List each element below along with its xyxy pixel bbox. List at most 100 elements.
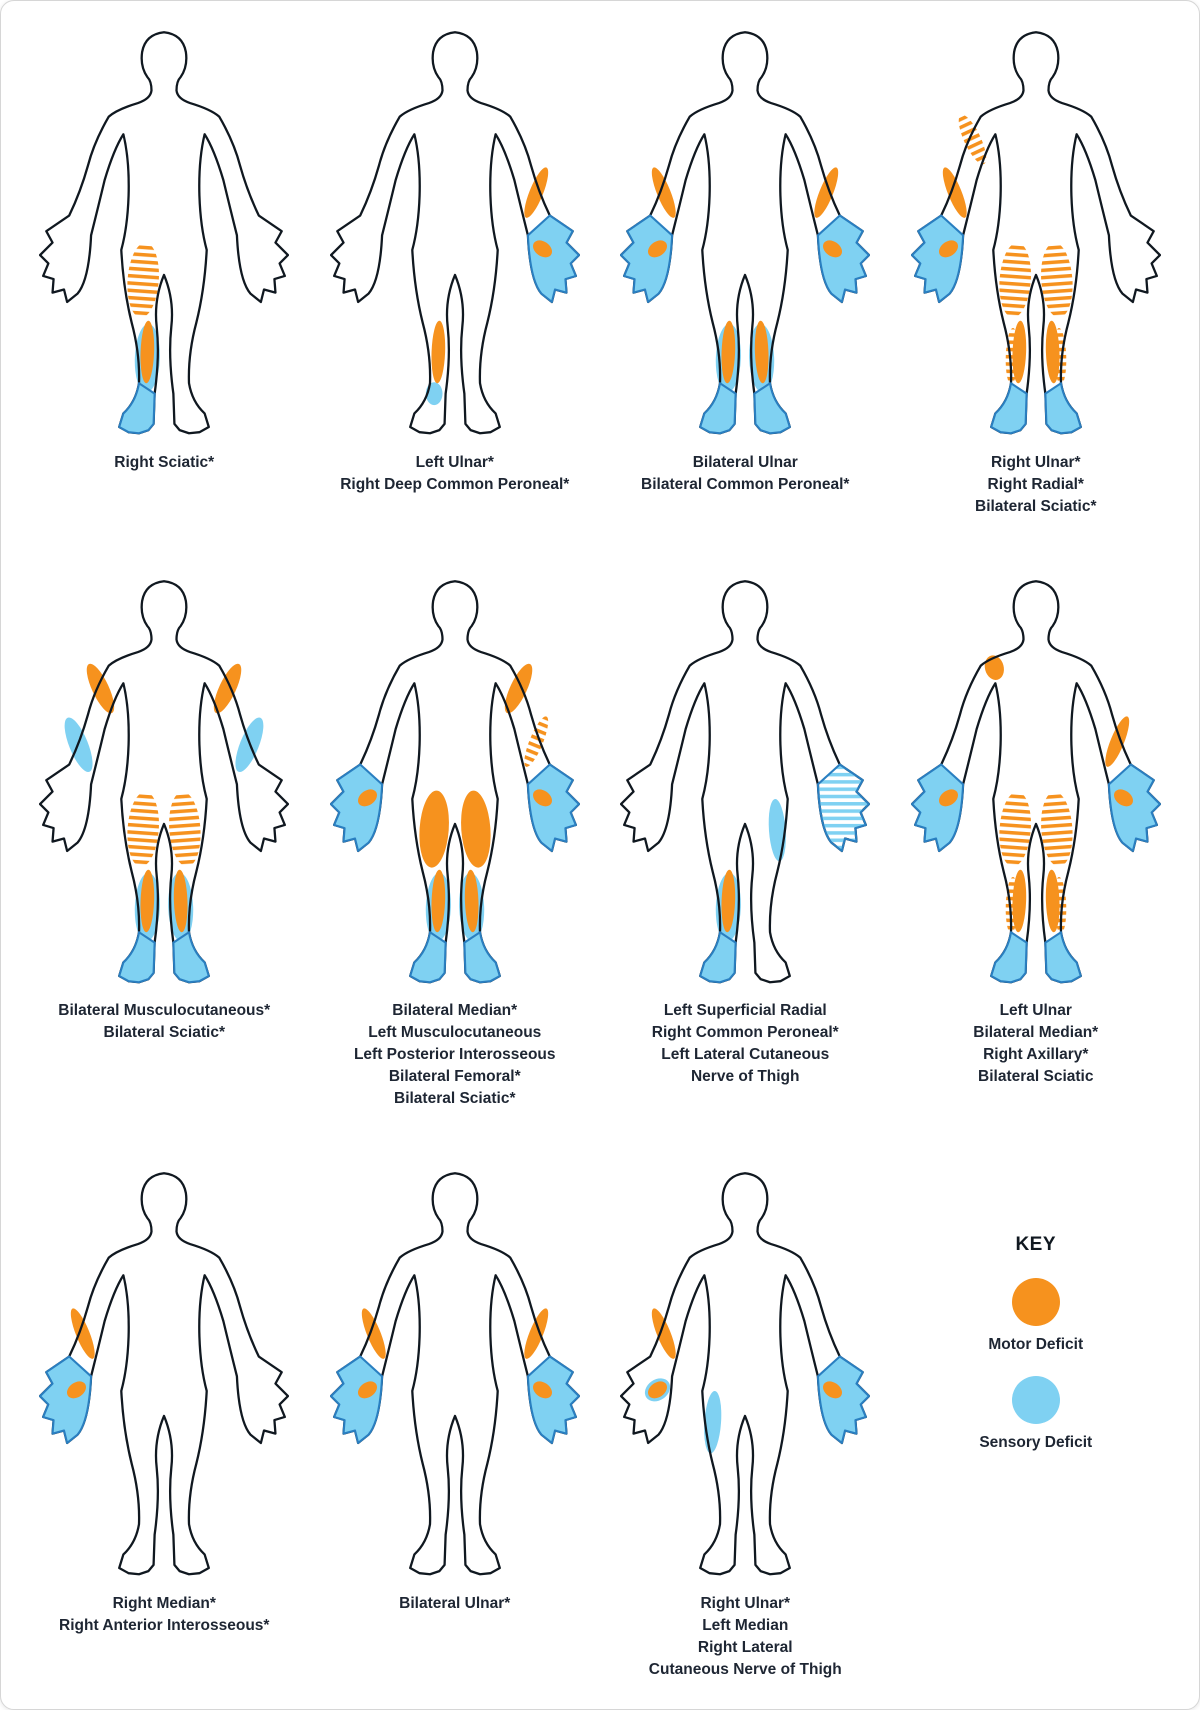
caption-line: Left Superficial Radial	[663, 1002, 827, 1020]
shin-motor-overlay-left	[174, 869, 188, 932]
palm-motor-overlay-right	[357, 1381, 377, 1399]
caption-line: Left Ulnar	[999, 1002, 1072, 1020]
hand-sensory-overlay-left	[526, 763, 580, 852]
caption-line: Bilateral Median*	[973, 1024, 1099, 1042]
body-figure-2: Left Ulnar*Right Deep Common Peroneal*	[310, 27, 601, 496]
shin-motor-overlay-right	[140, 869, 155, 932]
figures-grid: Right Sciatic* Left Ulnar*Right Deep Comm…	[19, 27, 1181, 1681]
caption-line: Right Axillary*	[983, 1046, 1089, 1064]
mirror-group	[1105, 716, 1129, 767]
legend-title: KEY	[1015, 1234, 1057, 1256]
palm-motor-overlay-right	[938, 240, 958, 258]
caption-line: Bilateral Sciatic*	[103, 1024, 225, 1042]
mirror-group	[532, 240, 552, 258]
forearm-motor-overlay-right	[652, 167, 676, 218]
figure-caption: Right Ulnar*Right Radial*Bilateral Sciat…	[975, 452, 1096, 518]
body-diagram	[329, 31, 580, 435]
body-outline	[39, 31, 290, 435]
body-diagram	[620, 579, 871, 984]
shin-motor-overlay-right	[721, 869, 736, 932]
mirror-group	[172, 930, 211, 983]
body-outline	[329, 579, 580, 984]
body-diagram	[910, 31, 1161, 435]
caption-line: Bilateral Common Peroneal*	[641, 475, 850, 493]
caption-line: Right Sciatic*	[114, 453, 215, 471]
body-outline	[620, 1172, 871, 1576]
palm-motor-overlay-right	[938, 789, 958, 806]
figure-caption: Right Median*Right Anterior Interosseous…	[59, 1593, 269, 1637]
hand-sensory-overlay-right	[620, 214, 674, 304]
shin-motor-overlay-left	[464, 869, 479, 932]
mirror-group	[817, 214, 871, 304]
caption-line: Left Ulnar*	[415, 453, 494, 471]
figure-caption: Right Sciatic*	[114, 452, 214, 474]
caption-line: Bilateral Musculocutaneous*	[58, 1002, 271, 1020]
body-diagram	[329, 579, 580, 984]
mirror-group	[755, 320, 769, 384]
body-diagram	[39, 579, 290, 984]
mirror-group	[524, 167, 548, 218]
forearm-motor-overlay-left	[814, 167, 839, 218]
foot-sensory-overlay-right	[699, 930, 737, 983]
body-outline	[39, 1172, 290, 1576]
palm-motor-overlay-right	[648, 1381, 668, 1399]
body-outline	[910, 579, 1161, 984]
mirror-group	[532, 1381, 552, 1399]
figure-caption: Bilateral Musculocutaneous* Bilateral Sci…	[58, 1000, 270, 1044]
caption-line: Cutaneous Nerve of Thigh	[648, 1660, 842, 1678]
forearm-motor-overlay-left	[524, 167, 548, 218]
mirror-group	[1040, 791, 1073, 867]
foot-sensory-overlay-left	[463, 930, 501, 983]
mirror-group	[174, 869, 188, 932]
forearm-motor-overlay-right	[71, 1308, 95, 1360]
shin-motor-overlay-left	[755, 320, 769, 384]
hand-sensory-overlay-left	[817, 1355, 871, 1445]
mirror-group	[1040, 242, 1073, 318]
hand-sensory-overlay-left	[1107, 763, 1161, 852]
figure-caption: Left Ulnar*Right Deep Common Peroneal*	[340, 452, 569, 496]
hand-sensory-overlay-right	[910, 214, 964, 304]
thigh-hatched-overlay-right	[999, 791, 1031, 867]
forearm-motor-overlay-left	[1105, 716, 1129, 767]
body-outline	[329, 1172, 580, 1576]
foot-sensory-overlay-right	[118, 382, 156, 435]
caption-line: Bilateral Sciatic	[978, 1068, 1094, 1086]
body-figure-4: Right Ulnar*Right Radial*Bilateral Sciat…	[891, 27, 1182, 518]
mirror-group	[817, 763, 871, 852]
body-diagram	[329, 1172, 580, 1576]
body-figure-1: Right Sciatic*	[19, 27, 310, 474]
mirror-group	[214, 663, 242, 713]
mirror-group	[1044, 382, 1082, 435]
caption-line: Bilateral Femoral*	[388, 1068, 521, 1086]
caption-line: Bilateral Median*	[392, 1002, 518, 1020]
hand-sensory-overlay-left	[526, 214, 580, 304]
mirror-group	[1107, 763, 1161, 852]
thigh-motor-overlay-right	[419, 790, 449, 868]
hand-sensory-overlay-right	[910, 763, 964, 852]
mirror-group	[823, 1381, 843, 1399]
caption-line: Bilateral Sciatic*	[975, 497, 1097, 515]
body-figure-10: Bilateral Ulnar*	[310, 1168, 601, 1615]
mirror-group	[817, 1355, 871, 1445]
thigh-hatched-overlay-right	[999, 242, 1031, 318]
body-diagram	[39, 31, 290, 435]
thigh-motor-overlay-left	[460, 790, 491, 868]
mirror-group	[526, 763, 580, 852]
body-outline	[620, 579, 871, 984]
palm-motor-overlay-left	[823, 240, 843, 258]
caption-line: Left Musculocutaneous	[368, 1024, 542, 1042]
upperarm-motor-overlay-right	[86, 663, 115, 713]
caption-line: Right Radial*	[987, 475, 1084, 493]
mirror-group	[823, 240, 843, 258]
palm-motor-overlay-left	[532, 1381, 552, 1399]
body-diagram	[910, 579, 1161, 984]
forearm-motor-overlay-right	[652, 1308, 676, 1360]
mirror-group	[169, 791, 201, 867]
